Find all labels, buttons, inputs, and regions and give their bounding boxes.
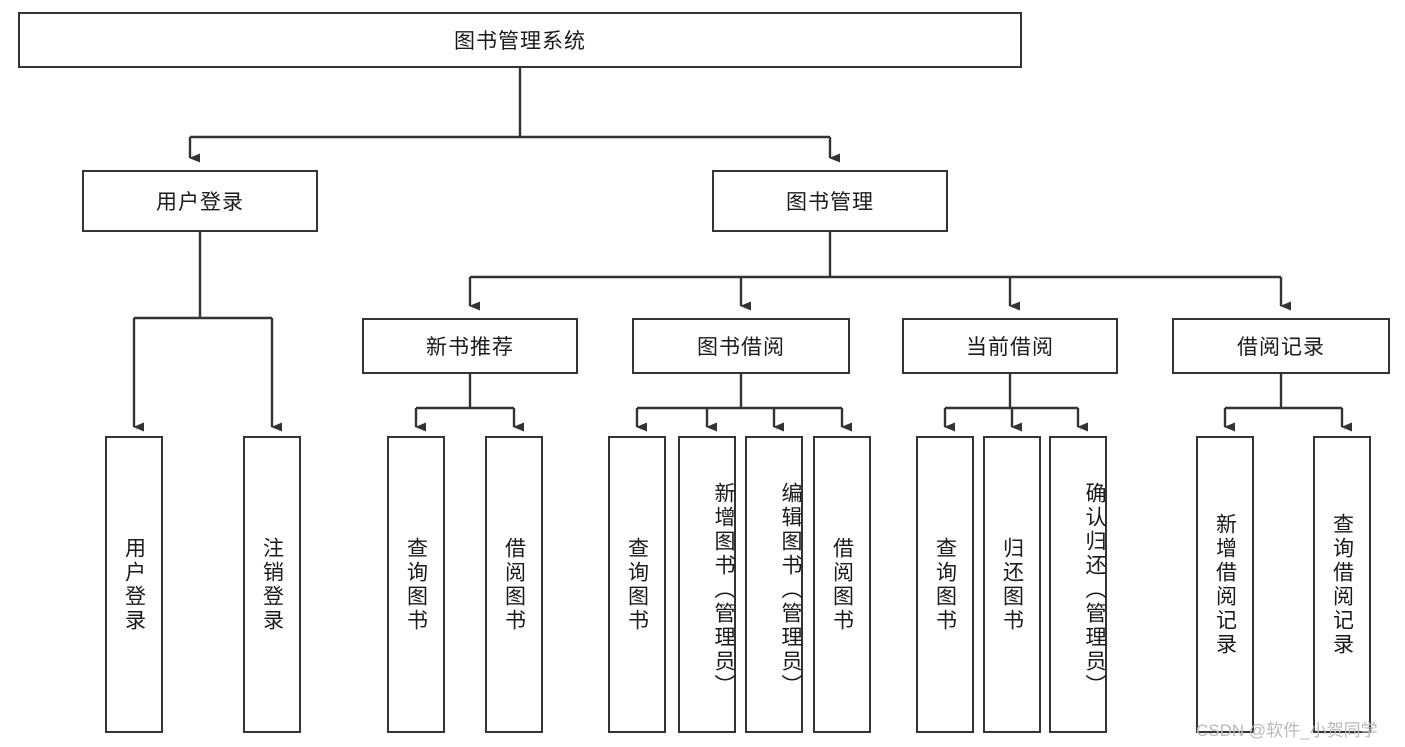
- node-label: 注销登录: [260, 536, 284, 633]
- node-label: 查询图书: [933, 536, 957, 633]
- node-borrow-record[interactable]: 借阅记录: [1172, 318, 1390, 374]
- node-label: 新书推荐: [426, 336, 514, 359]
- node-label: 用户登录: [122, 536, 146, 633]
- node-current-borrow[interactable]: 当前借阅: [902, 318, 1118, 374]
- csdn-watermark: CSDN @软件_小贺同学: [1196, 721, 1378, 740]
- leaf-record-add-record[interactable]: 新增借阅记录: [1196, 436, 1254, 733]
- node-label: 借阅图书: [502, 536, 526, 633]
- node-label: 新增图书（管理员）: [712, 481, 735, 698]
- leaf-recommend-borrow-book[interactable]: 借阅图书: [485, 436, 543, 733]
- node-label: 借阅图书: [830, 536, 854, 633]
- node-label: 查询图书: [625, 536, 649, 633]
- node-label: 图书管理: [786, 191, 874, 214]
- node-label: 新增借阅记录: [1213, 512, 1237, 657]
- node-label: 查询图书: [404, 536, 428, 633]
- node-label: 借阅记录: [1237, 336, 1325, 359]
- node-label: 编辑图书（管理员）: [779, 481, 802, 698]
- node-label: 用户登录: [156, 191, 244, 214]
- leaf-borrow-borrow-book[interactable]: 借阅图书: [813, 436, 871, 733]
- node-new-book-recommend[interactable]: 新书推荐: [362, 318, 578, 374]
- leaf-borrow-edit-book-admin[interactable]: 编辑图书（管理员）: [745, 436, 803, 733]
- node-label: 图书管理系统: [454, 30, 586, 53]
- leaf-borrow-add-book-admin[interactable]: 新增图书（管理员）: [678, 436, 736, 733]
- node-label: 图书借阅: [697, 336, 785, 359]
- leaf-recommend-query-book[interactable]: 查询图书: [387, 436, 445, 733]
- node-label: 当前借阅: [966, 336, 1054, 359]
- leaf-current-confirm-return-admin[interactable]: 确认归还（管理员）: [1049, 436, 1107, 733]
- node-root-system[interactable]: 图书管理系统: [18, 12, 1022, 68]
- leaf-user-login-login[interactable]: 用户登录: [105, 436, 163, 733]
- leaf-current-return-book[interactable]: 归还图书: [983, 436, 1041, 733]
- leaf-borrow-query-book[interactable]: 查询图书: [608, 436, 666, 733]
- node-label: 归还图书: [1000, 536, 1024, 633]
- node-label: 查询借阅记录: [1330, 512, 1354, 657]
- node-label: 确认归还（管理员）: [1083, 481, 1106, 698]
- node-user-login[interactable]: 用户登录: [82, 170, 318, 232]
- leaf-record-query-record[interactable]: 查询借阅记录: [1313, 436, 1371, 733]
- leaf-current-query-book[interactable]: 查询图书: [916, 436, 974, 733]
- leaf-user-login-logout[interactable]: 注销登录: [243, 436, 301, 733]
- node-book-management[interactable]: 图书管理: [712, 170, 948, 232]
- node-book-borrow[interactable]: 图书借阅: [632, 318, 850, 374]
